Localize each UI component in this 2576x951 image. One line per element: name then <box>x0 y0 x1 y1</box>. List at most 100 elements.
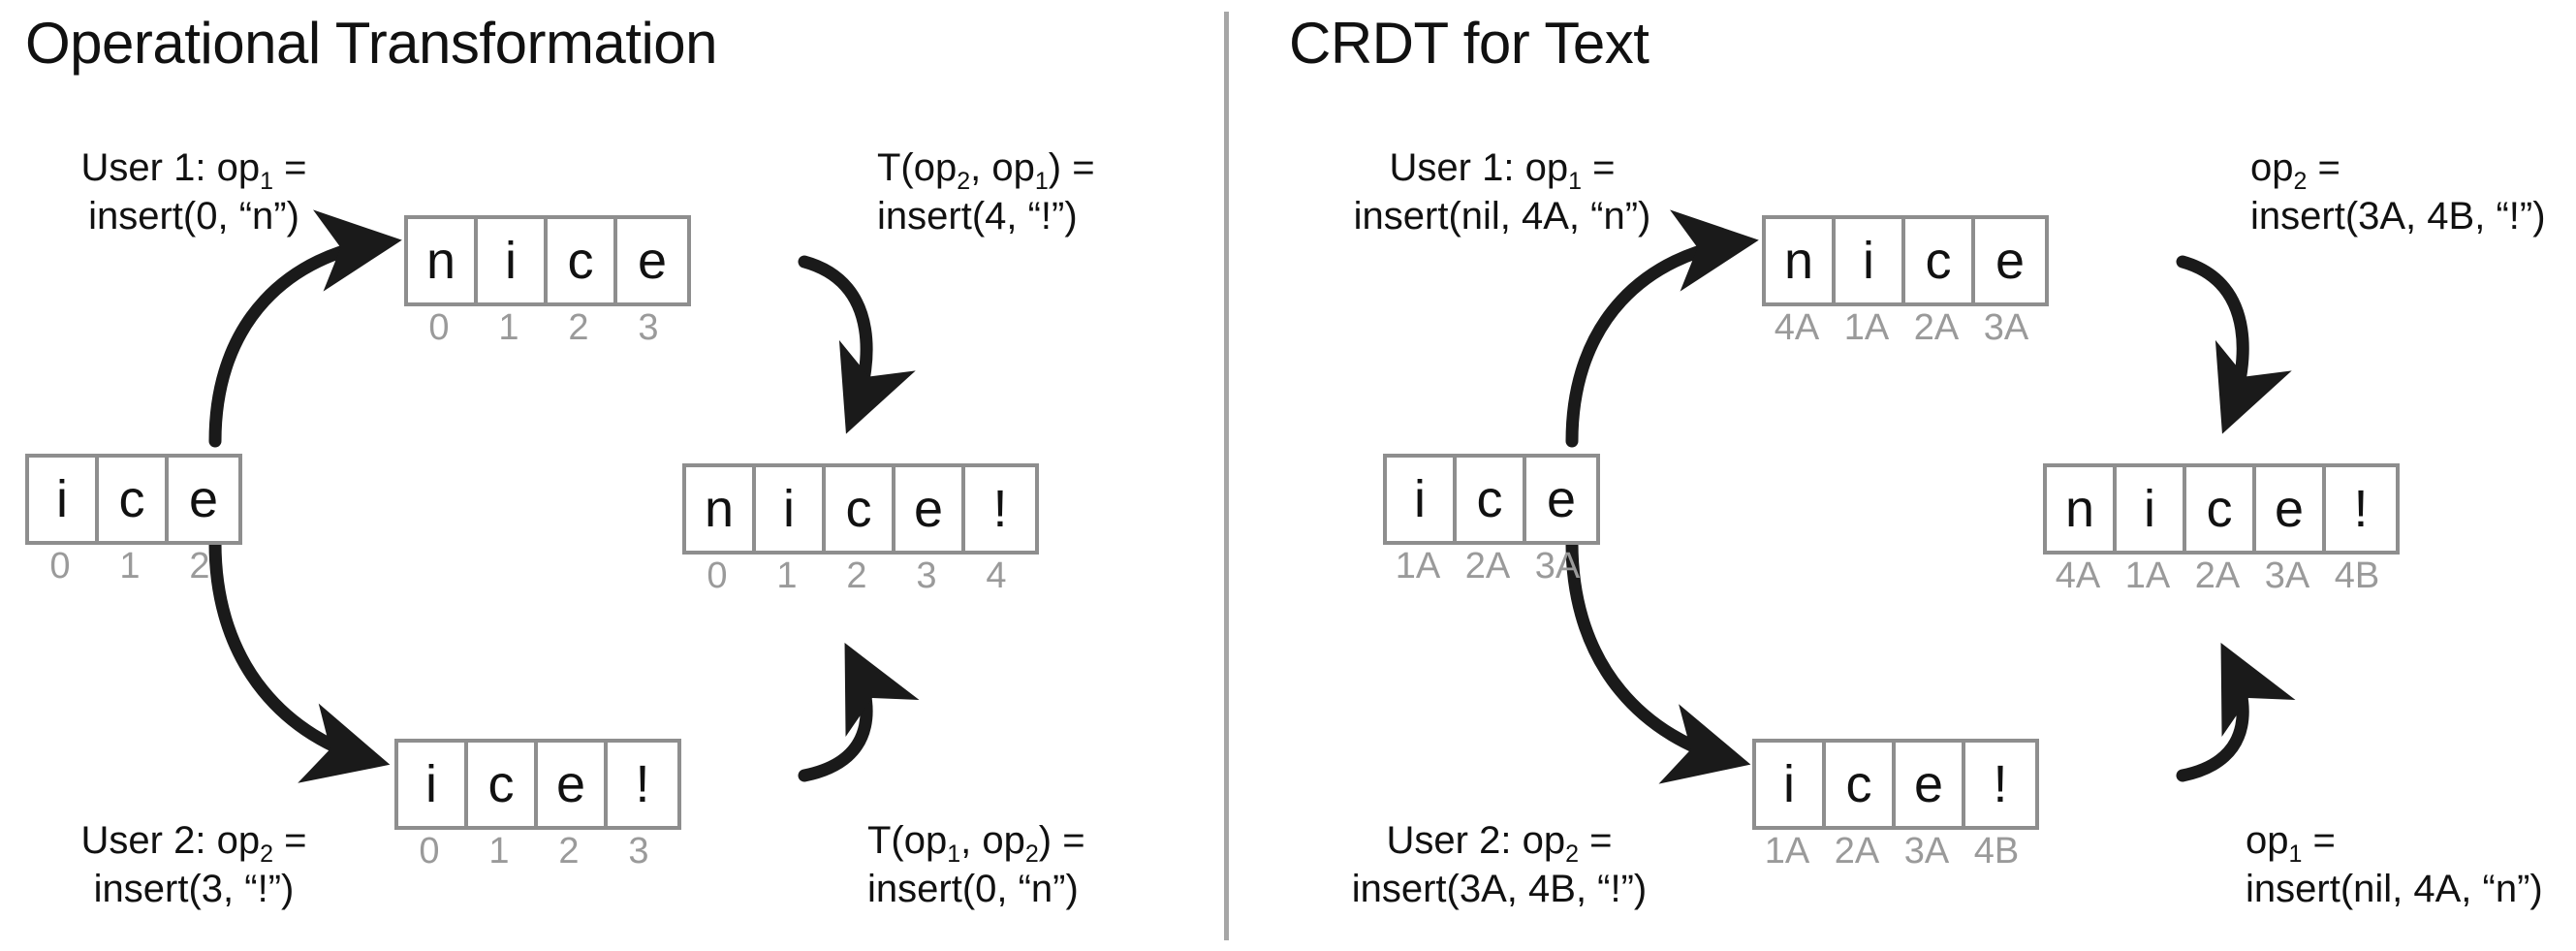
char-id-label: 3A <box>1534 546 1581 586</box>
label-ot-user1-op-line2: insert(0, “n”) <box>88 195 299 238</box>
char-cell: ! <box>635 755 650 813</box>
char-id-label: 4B <box>2334 555 2380 596</box>
char-id-label: 2 <box>846 555 867 596</box>
char-cell: e <box>1546 470 1577 528</box>
char-id-label: 3A <box>1903 831 1950 872</box>
arrow-crdt-bottom-to-result <box>2176 643 2296 782</box>
char-id-label: 2 <box>189 546 210 586</box>
label-ot-transform-op2-op1-line2: insert(4, “!”) <box>877 195 1078 238</box>
char-cell: c <box>2186 467 2256 551</box>
char-id-label: 0 <box>419 831 440 872</box>
char-cell: e <box>895 467 965 551</box>
char-id-label: 1 <box>776 555 798 596</box>
char-cell: c <box>468 743 538 826</box>
char-id-label: 4A <box>2055 555 2101 596</box>
label-crdt-user1-op-line2: insert(nil, 4A, “n”) <box>1353 195 1651 238</box>
char-cell: ! <box>2353 480 2369 538</box>
label-crdt-op1-line2: insert(nil, 4A, “n”) <box>2246 868 2543 910</box>
char-id-label: 1 <box>119 546 141 586</box>
char-cell: i <box>1836 219 1905 302</box>
char-cell: e <box>1995 232 2026 290</box>
label-ot-transform-op1-op2: T(op1, op2) = insert(0, “n”) <box>867 816 1226 913</box>
char-id-label: 3 <box>628 831 649 872</box>
label-crdt-user1-op-line1: User 1: op1 = <box>1389 146 1616 195</box>
char-cell: e <box>2256 467 2326 551</box>
char-id-label: 3A <box>2264 555 2310 596</box>
char-id-label: 1A <box>1395 546 1441 586</box>
label-ot-user1-op-line1: User 1: op1 = <box>80 146 307 195</box>
char-cell: e <box>637 232 668 290</box>
char-cell: ! <box>1993 755 2008 813</box>
char-cell: c <box>1457 458 1526 541</box>
label-crdt-user2-op-line2: insert(3A, 4B, “!”) <box>1351 868 1648 910</box>
char-cell: i <box>756 467 826 551</box>
strip-ot-result-ids: 0 1 2 3 4 <box>682 555 1039 597</box>
label-crdt-op2-line2: insert(3A, 4B, “!”) <box>2250 195 2546 238</box>
label-ot-transform-op2-op1-line1: T(op2, op1) = <box>877 146 1095 195</box>
panel-divider <box>1224 12 1229 940</box>
char-id-label: 4B <box>1973 831 2020 872</box>
char-id-label: 4 <box>986 555 1007 596</box>
label-ot-user2-op-line2: insert(3, “!”) <box>93 868 295 910</box>
label-crdt-user2-op-line1: User 2: op2 = <box>1386 819 1613 868</box>
char-cell: c <box>548 219 617 302</box>
arrow-ot-start-to-top <box>208 209 402 448</box>
char-id-label: 0 <box>707 555 728 596</box>
label-ot-user1-op: User 1: op1 = insert(0, “n”) <box>39 143 349 240</box>
char-cell: c <box>1826 743 1896 826</box>
char-cell: i <box>1387 458 1457 541</box>
label-ot-user2-op-line1: User 2: op2 = <box>80 819 307 868</box>
char-cell: i <box>29 458 99 541</box>
char-cell: n <box>1766 219 1836 302</box>
label-ot-user2-op: User 2: op2 = insert(3, “!”) <box>39 816 349 913</box>
label-ot-transform-op1-op2-line1: T(op1, op2) = <box>867 819 1085 868</box>
label-crdt-user2-op: User 2: op2 = insert(3A, 4B, “!”) <box>1281 816 1717 913</box>
arrow-crdt-start-to-top <box>1565 209 1759 448</box>
char-cell: i <box>1756 743 1826 826</box>
char-cell: c <box>99 458 169 541</box>
char-cell: i <box>398 743 468 826</box>
char-id-label: 1 <box>488 831 510 872</box>
arrow-crdt-top-to-result <box>2176 255 2292 434</box>
char-id-label: 0 <box>49 546 71 586</box>
label-crdt-user1-op: User 1: op1 = insert(nil, 4A, “n”) <box>1289 143 1715 240</box>
char-cell: c <box>826 467 895 551</box>
char-cell: n <box>686 467 756 551</box>
char-cell: n <box>2047 467 2117 551</box>
char-id-label: 0 <box>428 307 450 348</box>
char-cell: c <box>1905 219 1975 302</box>
char-id-label: 3 <box>916 555 937 596</box>
label-ot-transform-op2-op1: T(op2, op1) = insert(4, “!”) <box>877 143 1226 240</box>
page-title-operational-transformation: Operational Transformation <box>25 11 718 76</box>
arrow-ot-bottom-to-result <box>798 643 920 782</box>
label-ot-transform-op1-op2-line2: insert(0, “n”) <box>867 868 1079 910</box>
char-id-label: 1 <box>498 307 519 348</box>
char-id-label: 2A <box>1464 546 1511 586</box>
char-cell: ! <box>992 480 1008 538</box>
arrow-ot-top-to-result <box>798 255 916 434</box>
char-cell: i <box>478 219 548 302</box>
char-id-label: 4A <box>1774 307 1820 348</box>
char-id-label: 1A <box>1764 831 1810 872</box>
char-id-label: 3 <box>638 307 659 348</box>
